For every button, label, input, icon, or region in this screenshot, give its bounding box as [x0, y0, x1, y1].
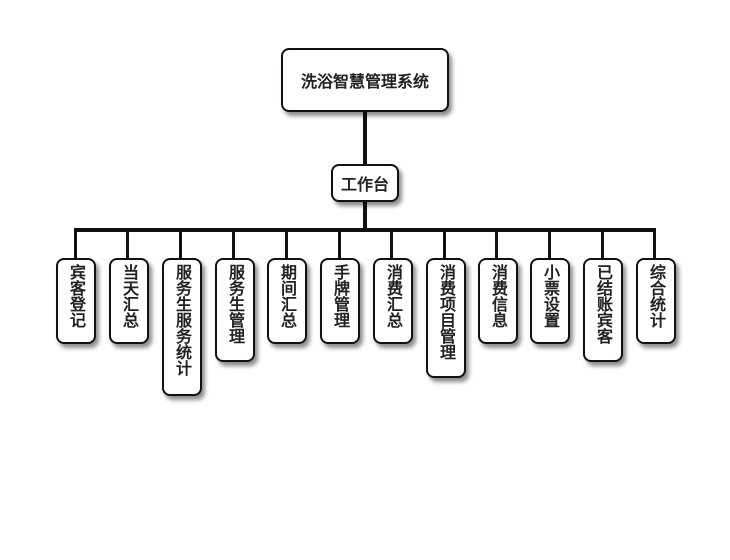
leaf-label: 小票设置	[541, 264, 560, 328]
connector-leaf-drop	[601, 228, 604, 258]
connector-leaf-drop	[548, 228, 551, 258]
connector-bus	[75, 228, 656, 232]
leaf-node-period-summary: 期间汇总	[267, 258, 307, 344]
leaf-label: 当天汇总	[120, 264, 139, 328]
leaf-node-wristband-management: 手牌管理	[320, 258, 360, 344]
leaf-node-consumption-summary: 消费汇总	[373, 258, 413, 344]
leaf-label: 已结账宾客	[594, 264, 613, 344]
connector-leaf-drop	[443, 228, 446, 258]
root-node: 洗浴智慧管理系统	[281, 48, 449, 112]
connector-leaf-drop	[338, 228, 341, 258]
leaf-node-waiter-service-stats: 服务生服务统计	[162, 258, 202, 396]
leaf-node-guest-registration: 宾客登记	[56, 258, 96, 344]
connector-leaf-drop	[653, 228, 656, 258]
leaf-node-receipt-settings: 小票设置	[530, 258, 570, 344]
leaf-label: 宾客登记	[67, 264, 86, 328]
connector-root-hub	[363, 112, 367, 164]
leaf-label: 消费信息	[489, 264, 508, 328]
connector-leaf-drop	[232, 228, 235, 258]
root-label: 洗浴智慧管理系统	[300, 72, 429, 91]
leaf-node-comprehensive-stats: 综合统计	[636, 258, 676, 344]
leaf-label: 服务生管理	[226, 264, 245, 344]
leaf-label: 服务生服务统计	[173, 264, 192, 376]
leaf-node-consumption-item-management: 消费项目管理	[426, 258, 466, 378]
leaf-node-daily-summary: 当天汇总	[109, 258, 149, 344]
connector-leaf-drop	[390, 228, 393, 258]
leaf-node-consumption-info: 消费信息	[478, 258, 518, 344]
leaf-label: 手牌管理	[331, 264, 350, 328]
connector-leaf-drop	[126, 228, 129, 258]
leaf-node-checked-out-guests: 已结账宾客	[583, 258, 623, 362]
connector-leaf-drop	[495, 228, 498, 258]
leaf-label: 综合统计	[647, 264, 666, 328]
connector-hub-bus	[363, 202, 367, 230]
leaf-label: 消费项目管理	[437, 264, 456, 360]
hub-label: 工作台	[340, 175, 389, 194]
leaf-label: 消费汇总	[384, 264, 403, 328]
leaf-label: 期间汇总	[278, 264, 297, 328]
leaf-node-waiter-management: 服务生管理	[215, 258, 255, 362]
connector-leaf-drop	[285, 228, 288, 258]
connector-leaf-drop	[74, 228, 77, 258]
hub-node: 工作台	[331, 164, 399, 202]
connector-leaf-drop	[179, 228, 182, 258]
